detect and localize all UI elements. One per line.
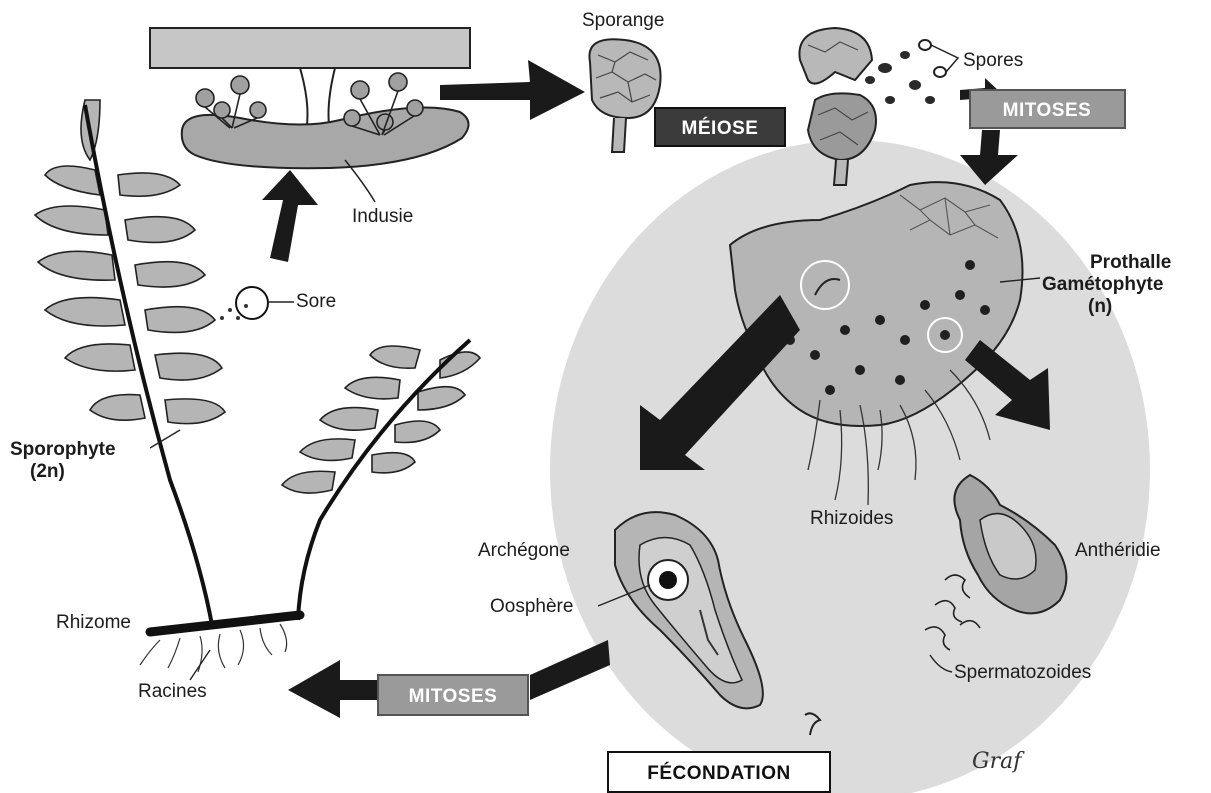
- prothalle-label: Prothalle: [1090, 252, 1171, 273]
- sore-label: Sore: [296, 291, 336, 312]
- spores-label: Spores: [963, 50, 1023, 71]
- sporophyte-ploidy-label: (2n): [30, 461, 65, 482]
- sporange-closed: [589, 39, 660, 152]
- gametophyte-label: Gamétophyte: [1042, 274, 1163, 295]
- mitoses-top-label: MITOSES: [1003, 100, 1092, 121]
- antheridie-label: Anthéridie: [1075, 540, 1161, 561]
- indusie-label: Indusie: [352, 206, 413, 227]
- spermatozoides-label: Spermatozoides: [954, 662, 1091, 683]
- sporange-label: Sporange: [582, 10, 664, 31]
- fern-sporophyte: [35, 100, 480, 672]
- meiose-label: MÉIOSE: [682, 117, 759, 139]
- rhizoides-label: Rhizoides: [810, 508, 893, 529]
- mitoses-bottom-label: MITOSES: [409, 686, 498, 707]
- gametophyte-ploidy-label: (n): [1088, 296, 1112, 317]
- sporophyte-label: Sporophyte: [10, 439, 116, 460]
- fecondation-label: FÉCONDATION: [647, 762, 790, 784]
- artist-signature: Graf: [972, 749, 1025, 774]
- sore-enlargement: [150, 28, 470, 202]
- archegone-label: Archégone: [478, 540, 570, 561]
- rhizome-label: Rhizome: [56, 612, 131, 633]
- sporophyte-pointer: [150, 430, 180, 448]
- racines-label: Racines: [138, 681, 207, 702]
- rhizome-shape: [150, 615, 300, 632]
- racines-pointer: [190, 650, 210, 680]
- oosphere-label: Oosphère: [490, 596, 573, 617]
